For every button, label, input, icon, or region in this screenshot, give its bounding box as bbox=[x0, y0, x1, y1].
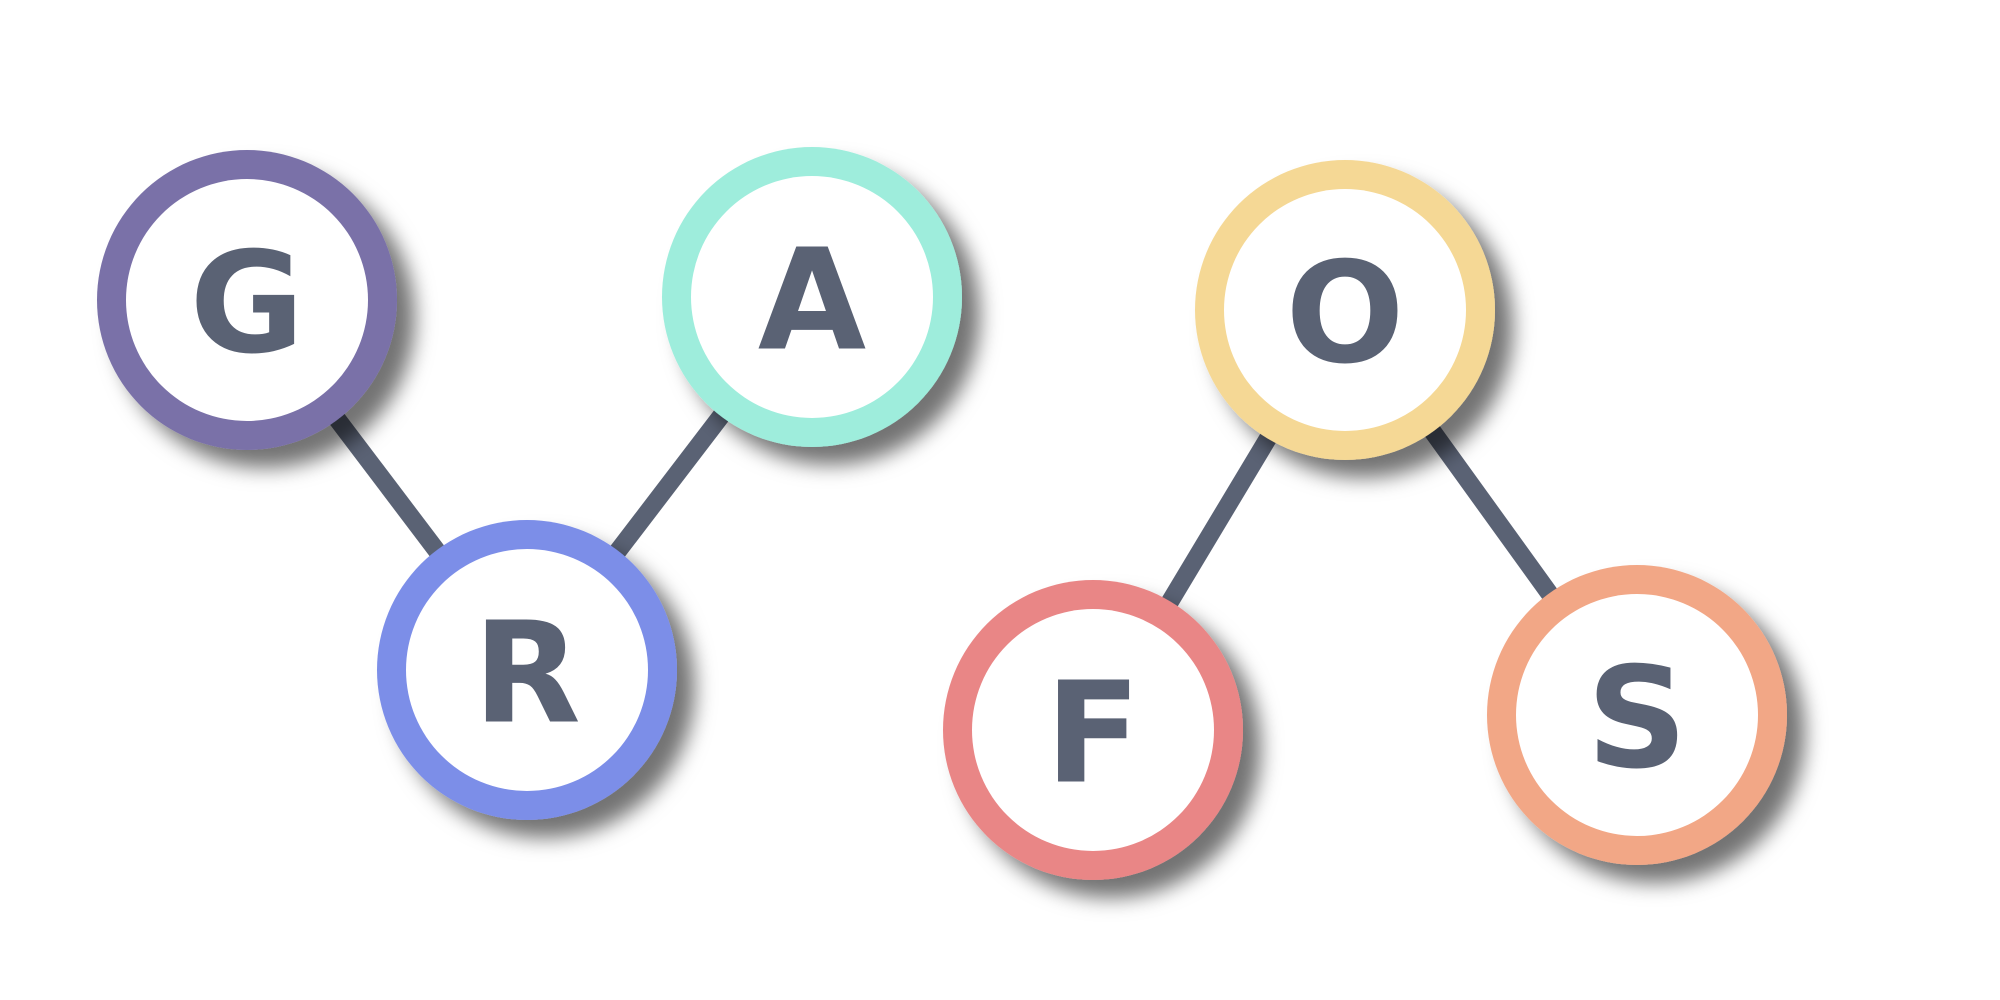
node-o-face bbox=[1224, 189, 1466, 431]
node-r-face bbox=[406, 549, 648, 791]
node-r: R bbox=[377, 520, 677, 820]
node-o-label: O bbox=[1285, 233, 1404, 396]
node-f-label: F bbox=[1045, 653, 1141, 816]
node-s: S bbox=[1487, 565, 1787, 865]
node-r-label: R bbox=[473, 593, 581, 756]
nodes-layer: G A R O F S bbox=[97, 147, 1787, 880]
node-a-face bbox=[691, 176, 933, 418]
node-a: A bbox=[662, 147, 962, 447]
node-o: O bbox=[1195, 160, 1495, 460]
node-g-face bbox=[126, 179, 368, 421]
node-g: G bbox=[97, 150, 397, 450]
node-g-label: G bbox=[190, 223, 305, 386]
node-a-label: A bbox=[758, 220, 866, 383]
node-f: F bbox=[943, 580, 1243, 880]
node-s-label: S bbox=[1587, 638, 1688, 801]
node-f-face bbox=[972, 609, 1214, 851]
node-s-face bbox=[1516, 594, 1758, 836]
